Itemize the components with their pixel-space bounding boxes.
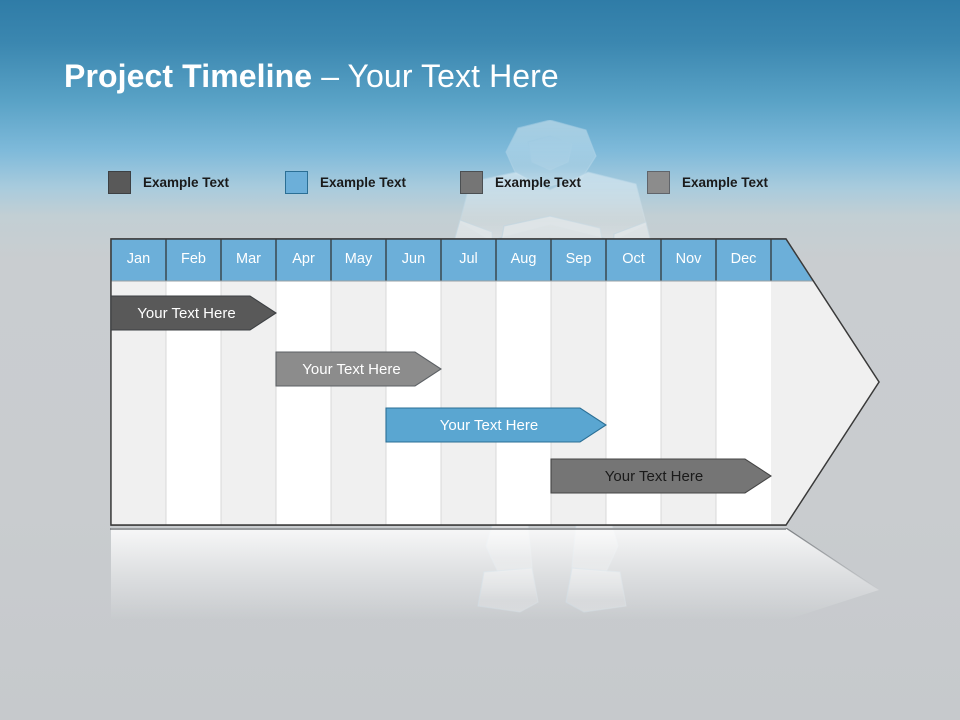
task-bar-4-label-wrap[interactable]: Your Text Here [551, 459, 771, 493]
title-strong: Project Timeline [64, 58, 313, 94]
task-bar-1-label-wrap[interactable]: Your Text Here [111, 296, 276, 330]
legend-swatch-1-icon [108, 170, 131, 194]
task-bar-3-label: Your Text Here [439, 416, 539, 434]
task-bar-2-label: Your Text Here [302, 360, 401, 378]
legend-item-4[interactable]: Example Text [647, 166, 768, 198]
gantt-chart-canvas [110, 238, 880, 526]
title-light: – Your Text Here [312, 58, 559, 94]
chart-reflection [110, 528, 880, 620]
legend-label-3: Example Text [495, 174, 582, 190]
task-bar-3-label-wrap[interactable]: Your Text Here [386, 408, 606, 442]
legend-swatch-4-icon [647, 170, 670, 194]
legend-item-1[interactable]: Example Text [108, 166, 229, 198]
legend-label-4: Example Text [682, 174, 769, 190]
task-bar-1 [110, 295, 278, 331]
legend-item-3[interactable]: Example Text [460, 166, 581, 198]
task-bar-4-label: Your Text Here [604, 467, 704, 485]
legend: Example Text Example Text Example Text E… [108, 166, 808, 198]
task-bar-1-label: Your Text Here [137, 304, 236, 322]
legend-swatch-3-icon [460, 170, 483, 194]
task-bar-2 [275, 351, 443, 387]
legend-swatch-2-icon [285, 170, 308, 194]
legend-label-1: Example Text [143, 174, 230, 190]
legend-item-2[interactable]: Example Text [285, 166, 406, 198]
task-bar-2-label-wrap[interactable]: Your Text Here [276, 352, 441, 386]
legend-label-2: Example Text [320, 174, 407, 190]
task-bar-4 [550, 458, 773, 494]
page-title: Project Timeline – Your Text Here [64, 58, 559, 95]
task-bar-3 [385, 407, 608, 443]
